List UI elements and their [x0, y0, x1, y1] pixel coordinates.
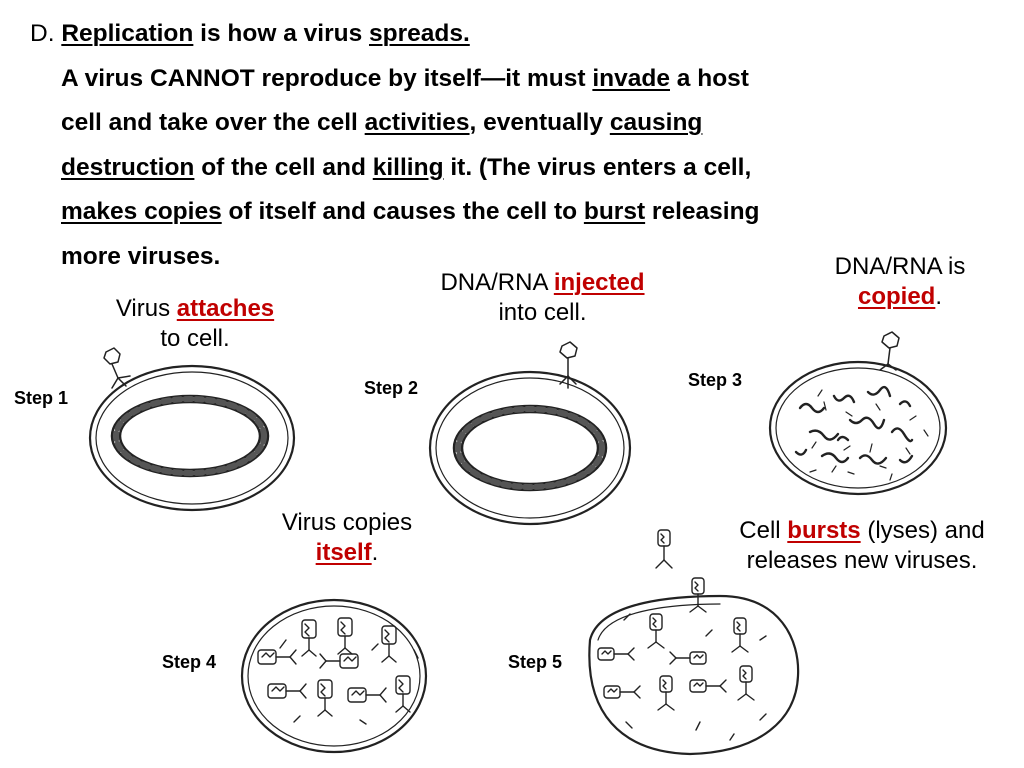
heading-line-3: cell and take over the cell activities, …: [61, 109, 703, 136]
section-letter: D.: [30, 20, 55, 47]
step3-virus-icon: [879, 331, 900, 371]
step-label-3: Step 3: [688, 370, 743, 390]
step2-cell: [428, 341, 632, 526]
caption-step4: Virus copies itself.: [281, 509, 413, 566]
caption-step5: Cell bursts (lyses) and releases new vir…: [739, 517, 985, 574]
heading-line-4: destruction of the cell and killing it. …: [61, 153, 752, 181]
step-label-2: Step 2: [364, 378, 419, 398]
step1-cell: [88, 347, 296, 512]
step2-virus-icon: [559, 341, 578, 389]
heading-line-1: D. Replication is how a virus spreads.: [30, 20, 470, 47]
heading-line-2: A virus CANNOT reproduce by itself—it mu…: [61, 64, 749, 92]
step1-dna-loop: [110, 394, 270, 478]
term-killing: killing: [372, 153, 444, 181]
term-replication: Replication: [61, 20, 194, 47]
term-spreads: spreads.: [369, 20, 470, 47]
caption-step3: DNA/RNA is copied.: [834, 253, 966, 310]
step3-dna-fragments: [794, 385, 914, 465]
step-label-1: Step 1: [14, 388, 69, 408]
term-makes-copies: makes copies: [61, 198, 222, 225]
term-invade: invade: [592, 64, 670, 92]
term-copied: copied: [857, 283, 936, 310]
step-label-4: Step 4: [162, 652, 217, 672]
step5-released-viruses: [597, 529, 767, 741]
term-injected: injected: [553, 269, 645, 296]
step2-dna-loop: [452, 404, 608, 492]
step5-cell: [588, 529, 800, 756]
heading-line-6: more viruses.: [61, 242, 221, 270]
term-burst: burst: [583, 198, 646, 225]
term-itself: itself: [315, 539, 372, 566]
step3-dna-strands: [809, 389, 929, 481]
step1-virus-icon: [103, 347, 131, 389]
term-bursts: bursts: [787, 517, 861, 544]
caption-step2: DNA/RNA injected into cell.: [440, 269, 645, 326]
heading-line-5: makes copies of itself and causes the ce…: [61, 198, 760, 225]
term-activities: activities: [364, 109, 470, 136]
term-causing: causing: [609, 109, 703, 136]
term-attaches: attaches: [176, 295, 275, 322]
caption-step1: Virus attaches to cell.: [115, 295, 275, 352]
term-destruction: destruction: [61, 153, 195, 181]
step4-virus-copies: [257, 617, 419, 725]
step4-cell: [240, 598, 428, 754]
heading-block: D. Replication is how a virus spreads. A…: [30, 12, 1000, 279]
step3-cell: [768, 331, 948, 496]
step-label-5: Step 5: [508, 652, 563, 672]
